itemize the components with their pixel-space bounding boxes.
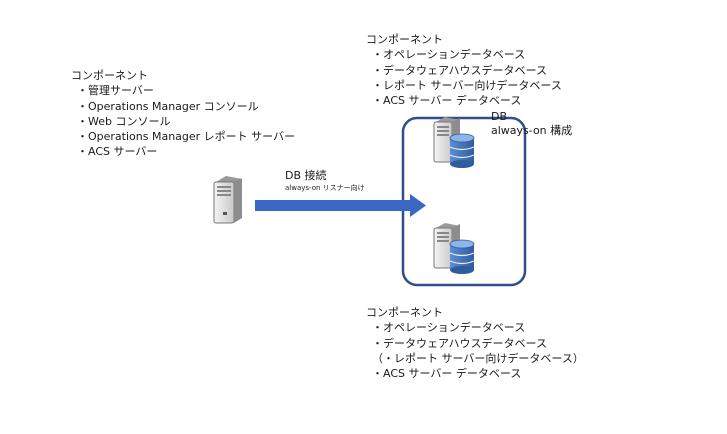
component-item: ・データウェアハウスデータベース [372, 63, 548, 77]
component-item: ・データウェアハウスデータベース [372, 336, 548, 350]
db-connection-sublabel: always-on リスナー向け [285, 184, 365, 192]
component-item: ・管理サーバー [77, 84, 154, 98]
database-top-icon [449, 133, 475, 168]
component-item: ・オペレーションデータベース [372, 321, 526, 335]
component-item: ・ACS サーバー [77, 145, 158, 159]
management-components-list: コンポーネント ・管理サーバー ・Operations Manager コンソー… [71, 68, 295, 160]
components-title: コンポーネント [71, 69, 148, 82]
db-server-bottom-icon [433, 223, 475, 274]
component-item: ・Web コンソール [77, 114, 171, 128]
db-group-title: DB [491, 110, 508, 123]
primary-db-components-list: コンポーネント ・オペレーションデータベース ・データウェアハウスデータベース … [366, 32, 562, 108]
db-group-subtitle: always-on 構成 [491, 124, 573, 137]
db-server-top-icon [433, 117, 475, 168]
component-item: ・オペレーションデータベース [372, 48, 526, 62]
components-title: コンポーネント [366, 33, 443, 46]
component-item: ・ACS サーバー データベース [372, 367, 522, 381]
component-item: ・ACS サーバー データベース [372, 94, 522, 108]
component-item: ・レポート サーバー向けデータベース [372, 78, 562, 92]
component-item: ・Operations Manager コンソール [77, 99, 259, 113]
database-bottom-icon [449, 239, 475, 274]
db-connection-arrow [255, 194, 426, 217]
component-item: （・レポート サーバー向けデータベース） [372, 351, 584, 365]
db-connection-label: DB 接続 [285, 169, 327, 182]
components-title: コンポーネント [366, 306, 443, 319]
management-server-icon [213, 176, 242, 224]
secondary-db-components-list: コンポーネント ・オペレーションデータベース ・データウェアハウスデータベース … [366, 305, 584, 381]
component-item: ・Operations Manager レポート サーバー [77, 130, 296, 144]
